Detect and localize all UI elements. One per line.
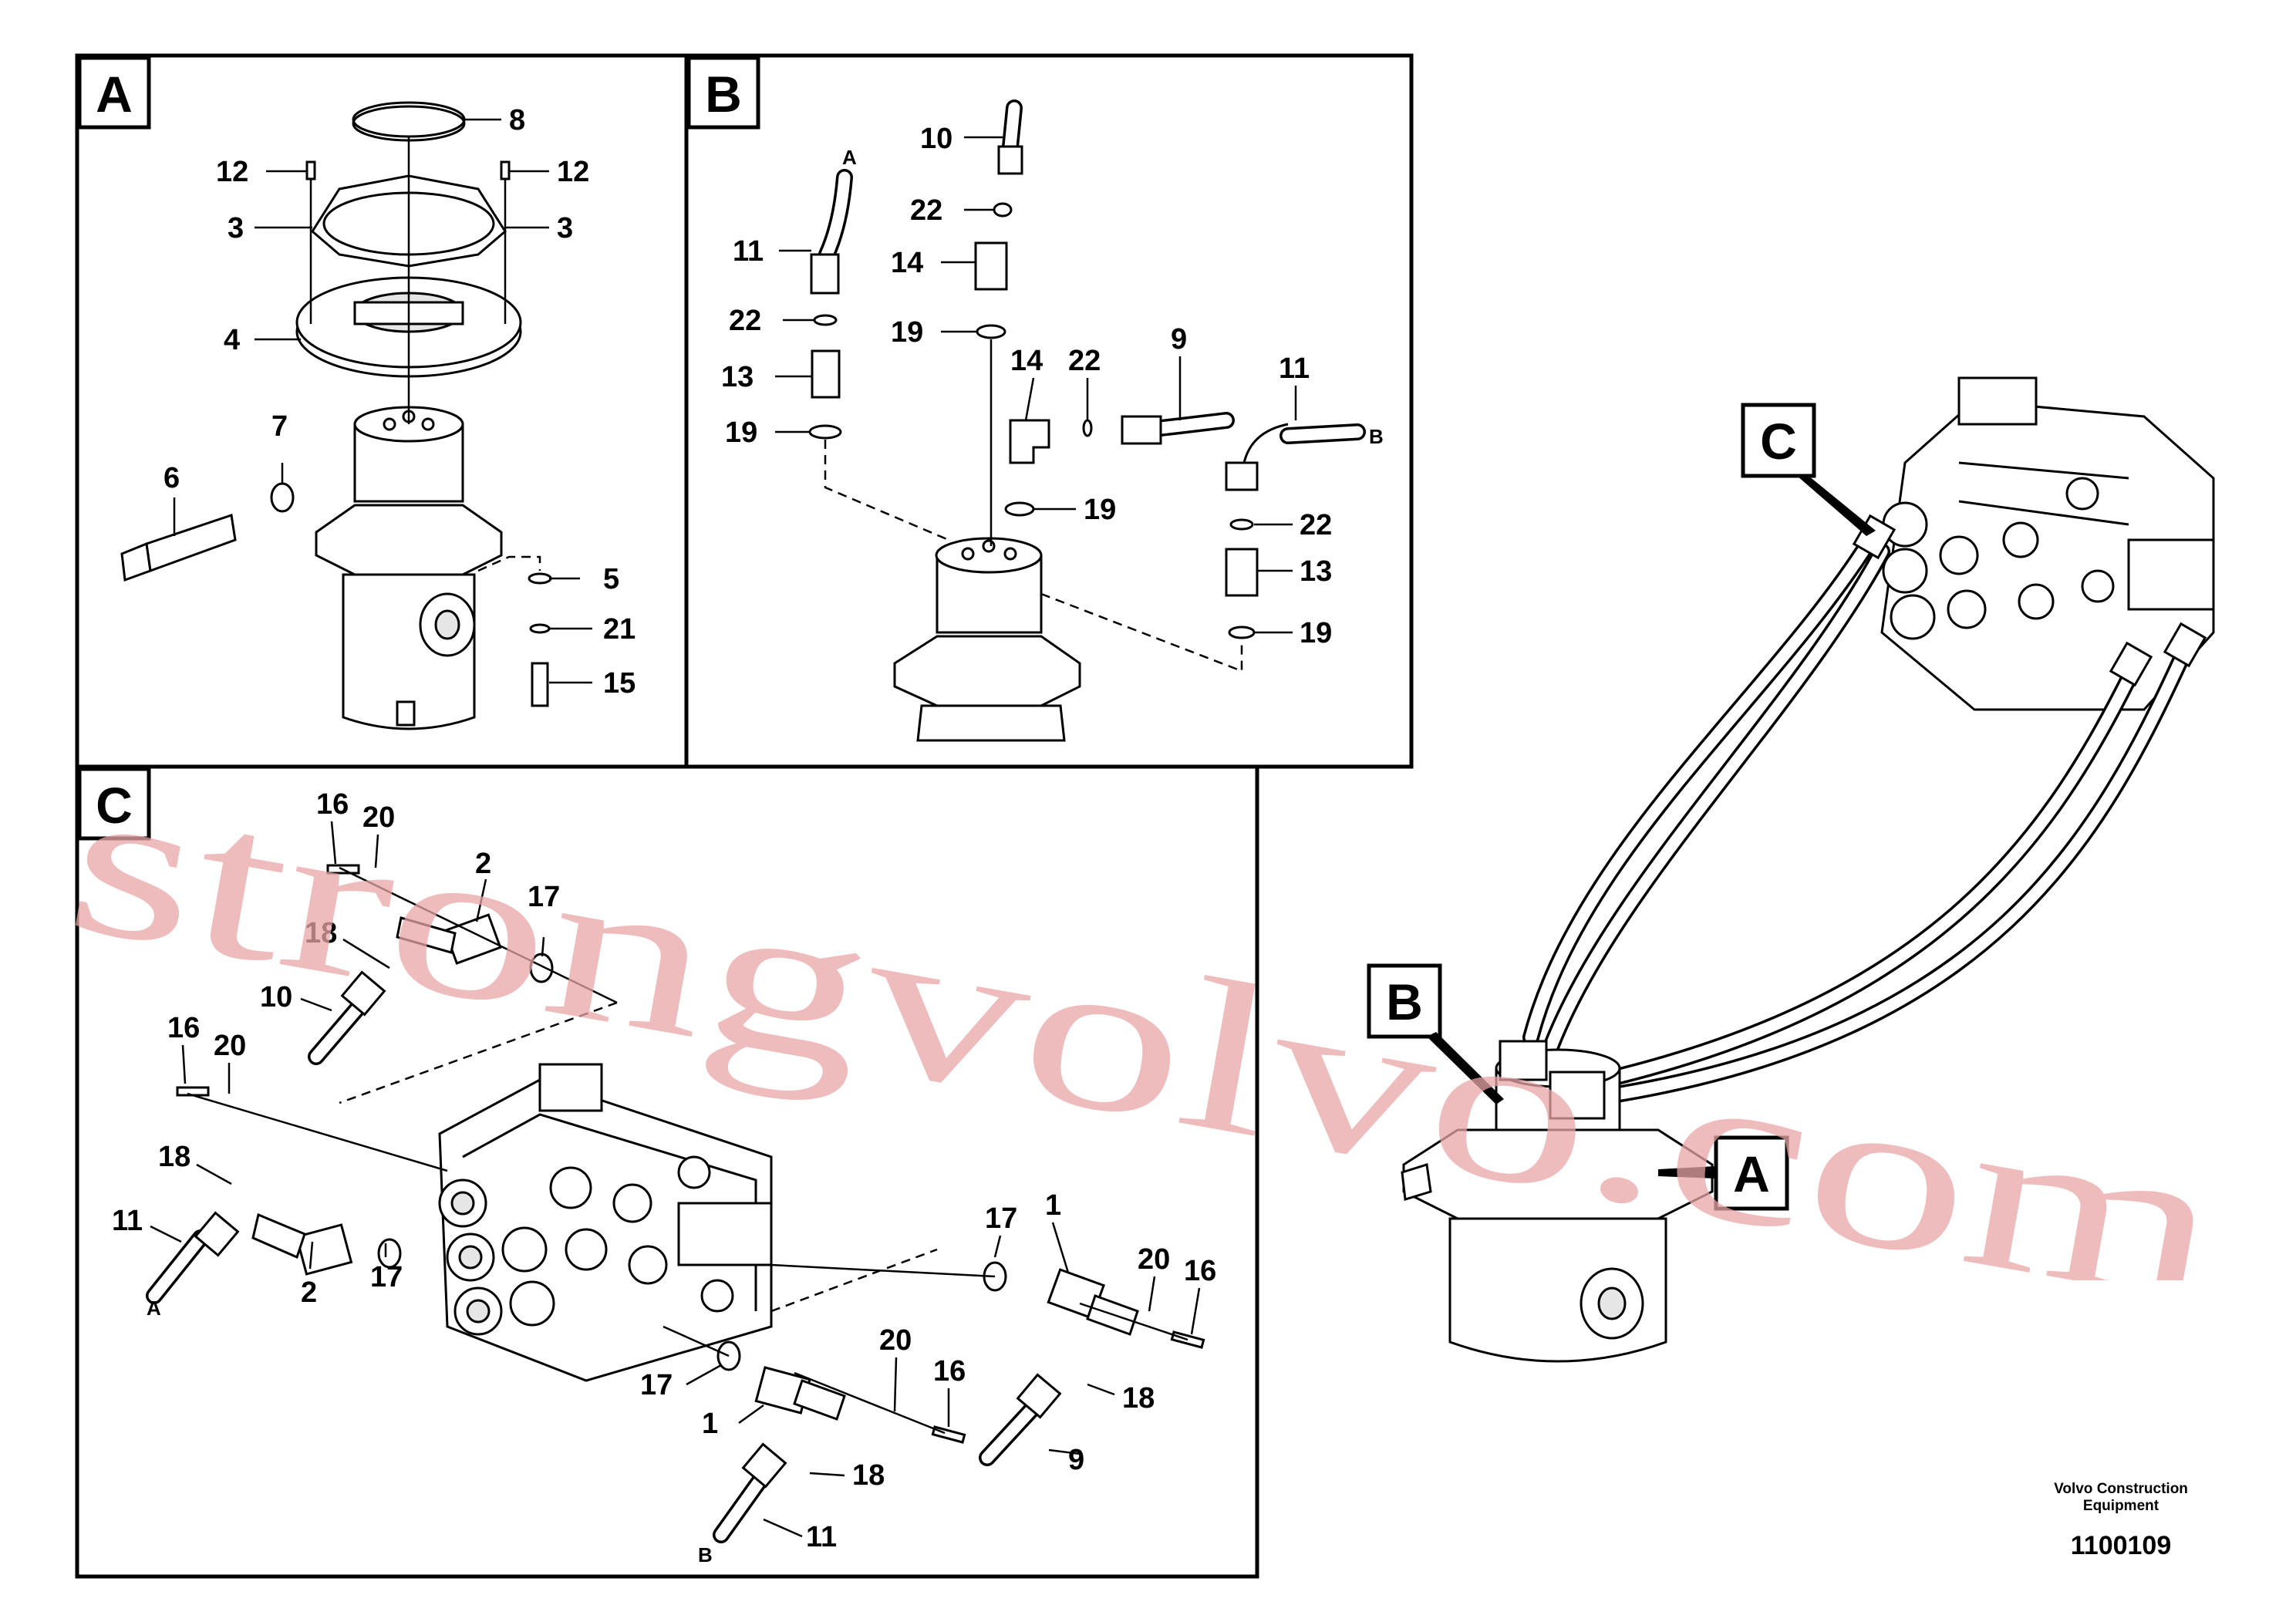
panel-a-leaders — [173, 118, 592, 684]
panel-a-callouts: 8 12 12 3 3 4 7 6 5 21 15 — [164, 104, 636, 700]
overview-swivel-joint — [1401, 1040, 1714, 1363]
callout: 19 — [725, 416, 757, 449]
callout: 11 — [1279, 352, 1310, 385]
panel-c-flanges — [251, 913, 1139, 1421]
overview-tag-b-box — [1367, 963, 1442, 1039]
callout: 21 — [603, 613, 636, 646]
control-valve-block — [438, 1063, 773, 1382]
callout: 13 — [721, 361, 754, 393]
callout: 22 — [1068, 345, 1101, 377]
callout: 18 — [158, 1141, 190, 1173]
callout: 17 — [528, 881, 560, 913]
panel-b: B — [684, 53, 1414, 769]
callout: 19 — [891, 316, 923, 349]
callout: 20 — [879, 1324, 912, 1357]
callout: 20 — [214, 1030, 246, 1062]
panel-b-fittings — [808, 145, 1289, 639]
panel-c: C — [75, 764, 1259, 1579]
hose-end-label: A — [147, 1297, 161, 1320]
callout: 11 — [806, 1521, 837, 1553]
callout: 22 — [1300, 509, 1332, 541]
callout: 20 — [362, 801, 395, 834]
panel-a-tag: A — [96, 66, 133, 123]
callout: 18 — [852, 1459, 885, 1492]
panel-b-swivel-body — [893, 537, 1081, 742]
callout: 16 — [1184, 1255, 1216, 1287]
long-bolt — [120, 482, 295, 582]
panel-b-leaders — [775, 136, 1297, 673]
callout: 22 — [910, 194, 942, 227]
retaining-ring — [352, 101, 466, 142]
overview-hoses — [1522, 514, 2207, 1104]
panel-a: A — [75, 53, 689, 769]
callout: 3 — [557, 212, 573, 244]
overview-assembly: C B A — [1367, 376, 2215, 1363]
callout: 1 — [1045, 1189, 1061, 1222]
callout: 18 — [1122, 1382, 1155, 1415]
callout: 17 — [640, 1369, 673, 1401]
callout: 14 — [891, 247, 923, 279]
callout: 2 — [301, 1276, 317, 1309]
overview-tag-a: A — [1733, 1145, 1770, 1202]
callout: 10 — [260, 981, 292, 1013]
panel-b-hoses — [818, 99, 1366, 444]
callout: 1 — [702, 1408, 718, 1440]
callout: 17 — [370, 1261, 403, 1293]
overview-tag-c-box — [1741, 403, 1816, 478]
panel-b-callouts: 10 22 14 19 11 22 13 19 14 22 9 11 19 22… — [721, 123, 1384, 649]
panel-b-tag: B — [705, 66, 742, 123]
panel-c-tag-box — [77, 767, 151, 841]
panel-c-leaders — [150, 821, 1201, 1538]
hose-end-label: A — [842, 146, 857, 169]
panel-c-callouts: 16 20 2 17 18 10 16 20 18 11 2 17 17 1 2… — [112, 788, 1216, 1566]
callout: 16 — [316, 788, 349, 821]
callout: 3 — [228, 212, 244, 244]
callout: 10 — [920, 123, 952, 155]
callout: 9 — [1068, 1444, 1084, 1476]
panel-c-tag: C — [96, 777, 133, 834]
overview-control-valve — [1880, 376, 2215, 711]
footer-drawing-number: 1100109 — [2070, 1531, 2172, 1560]
callout: 16 — [933, 1355, 966, 1388]
panel-c-hoses — [146, 970, 1062, 1543]
swivel-joint-body — [315, 406, 503, 730]
small-fasteners — [528, 572, 552, 707]
callout: 22 — [729, 305, 761, 337]
callout: 11 — [112, 1205, 143, 1237]
callout: 2 — [475, 848, 491, 880]
callout: 18 — [305, 917, 337, 949]
callout: 19 — [1300, 617, 1332, 649]
hose-end-label: B — [1369, 425, 1384, 448]
callout: 9 — [1171, 323, 1187, 356]
overview-tag-b: B — [1386, 973, 1423, 1030]
callout: 4 — [224, 324, 240, 356]
overview-tag-a-box — [1714, 1135, 1789, 1211]
callout: 19 — [1084, 494, 1116, 526]
callout: 15 — [603, 667, 636, 700]
callout: 20 — [1138, 1243, 1170, 1276]
callout: 12 — [216, 156, 248, 188]
callout: 6 — [164, 462, 180, 494]
callout: 7 — [271, 410, 288, 443]
callout: 13 — [1300, 555, 1332, 588]
callout: 14 — [1010, 345, 1043, 377]
callout: 12 — [557, 156, 589, 188]
callout: 17 — [985, 1202, 1017, 1235]
callout: 11 — [733, 235, 764, 268]
overview-tags: C B A — [1367, 403, 1876, 1211]
hose-end-label: B — [698, 1543, 713, 1566]
callout: 8 — [509, 104, 525, 137]
callout: 16 — [167, 1012, 200, 1044]
footer-company: Volvo Construction Equipment — [2054, 1481, 2188, 1514]
overview-tag-c: C — [1760, 413, 1797, 470]
callout: 5 — [603, 563, 619, 595]
panel-b-tag-box — [686, 56, 760, 130]
panel-a-tag-box — [77, 56, 151, 130]
